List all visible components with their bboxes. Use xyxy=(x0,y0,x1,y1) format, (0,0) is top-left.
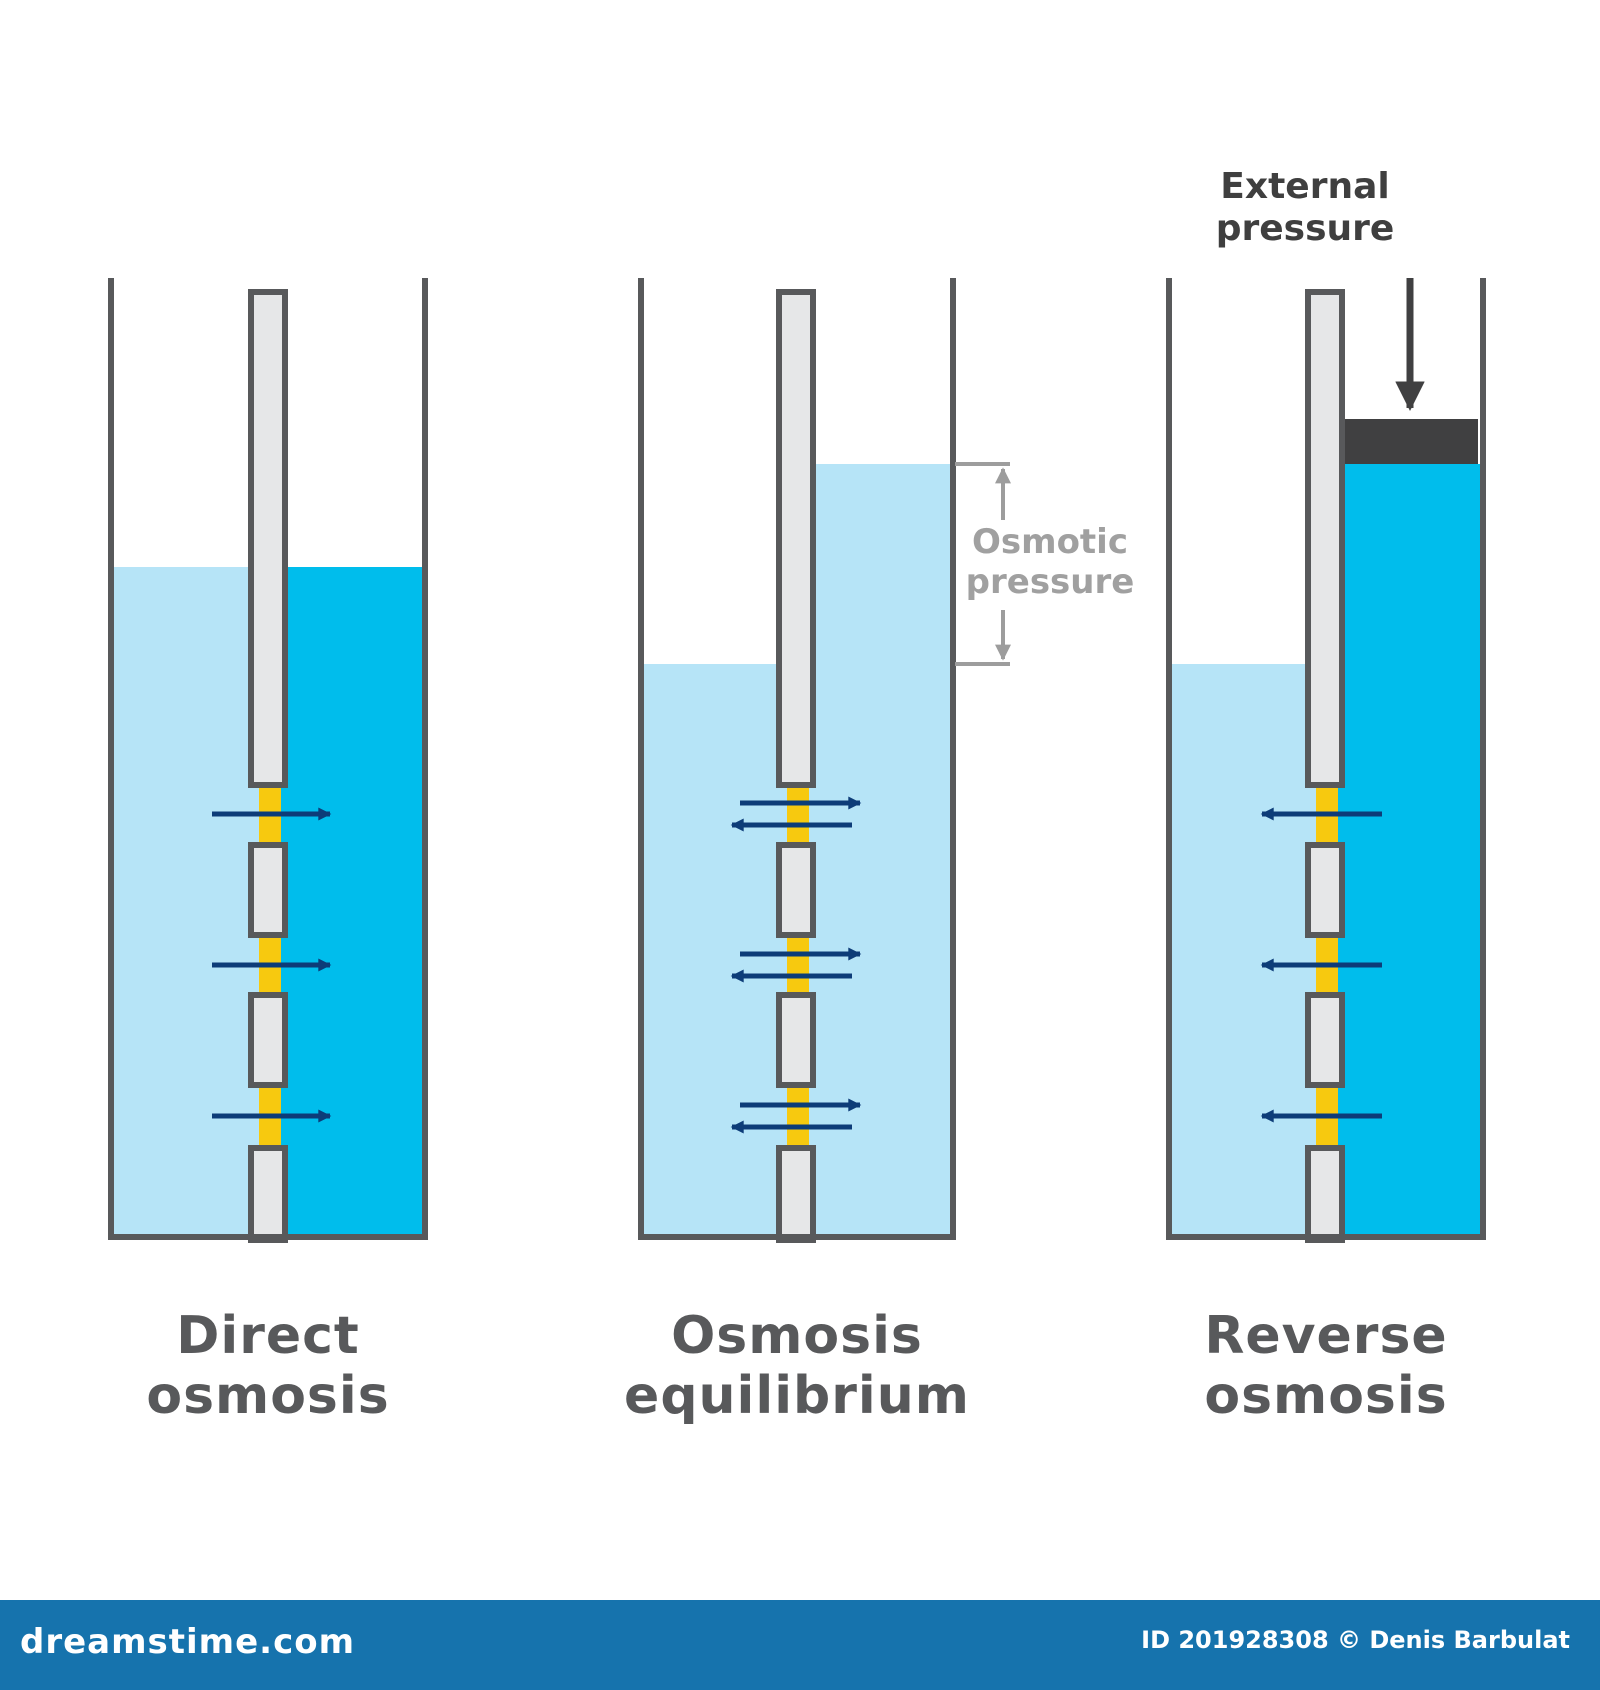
container-outline xyxy=(638,278,956,1240)
panel-reverse-osmosis xyxy=(1166,278,1486,1243)
panel-direct-osmosis xyxy=(108,278,428,1243)
concentrated-solution-right xyxy=(268,567,423,1237)
footer-bar: dreamstime.com ID 201928308 © Denis Barb… xyxy=(0,1600,1600,1690)
osmotic-pressure-label: Osmotic pressure xyxy=(930,522,1170,602)
semipermeable-membrane xyxy=(1305,289,1345,1243)
footer-logo: dreamstime.com xyxy=(20,1622,356,1662)
concentrated-solution-right xyxy=(1325,464,1480,1237)
caption-line: Osmosis xyxy=(671,1306,923,1366)
panel-osmosis-equilibrium xyxy=(638,278,1011,1243)
caption-line: Direct xyxy=(176,1306,360,1366)
dilute-solution-left xyxy=(1172,664,1325,1237)
annotation-line: Osmotic xyxy=(972,522,1128,562)
osmosis-diagram xyxy=(108,278,1486,1243)
annotation-line: pressure xyxy=(965,562,1135,602)
caption-osmosis-equilibrium: Osmosis equilibrium xyxy=(587,1306,1007,1426)
caption-line: osmosis xyxy=(146,1366,390,1426)
caption-line: osmosis xyxy=(1204,1366,1448,1426)
caption-line: Reverse xyxy=(1204,1306,1448,1366)
external-pressure-label: External pressure xyxy=(1185,166,1425,250)
caption-reverse-osmosis: Reverse osmosis xyxy=(1116,1306,1536,1426)
annotation-line: External xyxy=(1220,166,1390,207)
semipermeable-membrane xyxy=(248,289,288,1243)
semipermeable-membrane xyxy=(776,289,816,1243)
osmotic-pressure-dimension xyxy=(955,462,1011,666)
dilute-solution-left xyxy=(114,567,268,1237)
dilute-solution-left xyxy=(644,664,796,1237)
concentrated-solution-right xyxy=(796,464,953,1237)
caption-line: equilibrium xyxy=(624,1366,970,1426)
container-outline xyxy=(108,278,428,1240)
footer-credit: ID 201928308 © Denis Barbulat xyxy=(1141,1626,1570,1654)
container-outline xyxy=(1166,278,1486,1240)
annotation-line: pressure xyxy=(1215,208,1395,249)
caption-direct-osmosis: Direct osmosis xyxy=(58,1306,478,1426)
piston xyxy=(1342,419,1478,464)
